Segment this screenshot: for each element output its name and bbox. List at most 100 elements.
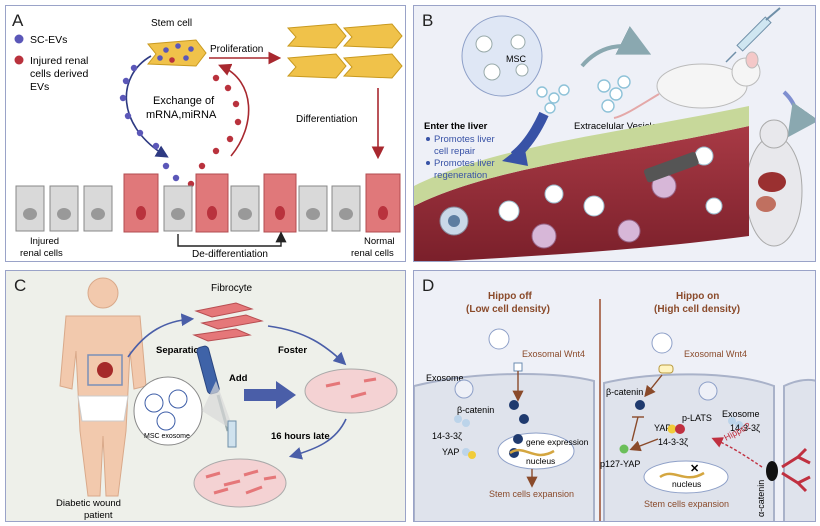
vessel-cells [439,146,723,249]
panel-c-letter: C [14,276,26,295]
plats-label: p-LATS [682,413,712,423]
stem-right-label: Stem cells expansion [644,499,729,509]
hippo-on-title: Hippo on [676,291,719,302]
hours-label: 16 hours late [271,431,330,442]
proliferated-cells [286,23,403,79]
dish-2-cells [205,469,277,495]
separation-label: Separation [156,345,205,356]
junction-protein [766,461,778,481]
panel-d-letter: D [422,276,434,295]
hours-arrow [288,418,347,460]
panel-d-canvas: D Hippo off (Low cell density) Hippo on … [414,276,815,521]
legend-injured-line2: cells derived [30,68,89,80]
panel-c: C Diabetic wound patient Fibrocyte Separ… [5,270,406,522]
exchange-label-line2: mRNA,miRNA [146,109,217,121]
ev-to-mouse-arrow [580,25,652,68]
yap-left-label: YAP [442,447,459,457]
panel-b: B MSC Extracelular Vesicles [413,5,816,262]
legend-injured-line3: EVs [30,81,49,93]
fibrocyte-cells [192,302,264,342]
msc-icon-left [488,328,510,350]
panel-a-letter: A [12,11,24,30]
legend-sc-dot [14,34,24,44]
bullet-repair-line2: cell repair [434,146,475,157]
beta-right-label: β-catenin [606,387,643,397]
hippo-arrow [711,437,763,468]
separation-arrow [127,313,195,358]
patient-shorts [77,395,129,422]
syringe-icon [725,7,781,63]
yap-right-label: YAP [654,423,671,433]
petri-dish-1 [304,368,398,414]
add-label: Add [229,373,248,384]
bullet-regeneration-line2: regeneration [434,170,487,181]
right-cell [603,373,775,521]
exosome-left-label: Exosome [426,373,464,383]
exosome-right-label: Exosome [722,409,760,419]
panel-b-letter: B [422,11,433,30]
hippo-on-subtitle: (High cell density) [654,304,740,315]
blocked-icon: ✕ [690,463,699,475]
legend-injured-line1: Injured renal [30,55,88,67]
nucleus-left-label: nucleus [526,456,555,466]
gene-expression-label: gene expression [526,437,589,447]
add-arrow [244,381,296,409]
panel-b-canvas: B MSC Extracelular Vesicles [414,7,815,261]
receptor-icon [781,447,811,493]
wnt-left-label: Exosomal Wnt4 [522,349,585,359]
differentiation-label: Differentiation [296,114,358,125]
msc-icon-right [651,332,673,354]
vessel-wall [414,106,749,206]
panel-d: D Hippo off (Low cell density) Hippo on … [413,270,816,522]
msc-exosome-label: MSC exosome [144,433,190,440]
fibrocyte-label: Fibrocyte [211,283,253,294]
tube-icon [227,420,237,448]
beta-catenin-left-dot [509,400,519,410]
legend-sc-label: SC-EVs [30,34,67,46]
injured-ev-arrow [218,63,250,157]
msc-label: MSC [506,54,527,64]
exosome-right [698,381,718,401]
1433-mid-label: 14-3-3ζ [658,437,688,447]
injured-cells-label-line1: Injured [30,236,59,247]
mouse-down-arrow [782,90,815,138]
hippo-off-title: Hippo off [488,291,533,302]
dissected-mouse-icon [745,119,803,247]
patient-label-line1: Diabetic wound [56,498,121,509]
ev-label: Extracelular Vesicles [574,121,662,132]
extracellular-vesicles [536,75,631,114]
alpha-catenin-label: α-catenin [756,480,766,517]
p127-label: p127-YAP [600,459,640,469]
injured-cells-label-line2: renal cells [20,248,63,259]
wound-highlight [87,354,123,386]
enter-liver-title: Enter the liver [424,121,488,132]
1433-left-label: 14-3-3ζ [432,431,462,441]
injured-renal-cells [15,185,361,232]
normal-cells-label-line1: Normal [364,236,395,247]
msc-cell [461,15,543,97]
beta-left-label: β-catenin [457,405,494,415]
normal-cells-label-line2: renal cells [351,248,394,259]
proliferation-label: Proliferation [210,44,263,55]
wnt-right-label: Exosomal Wnt4 [684,349,747,359]
foster-arrow [267,325,347,366]
sc-ev-dots [119,64,180,182]
stem-cell-label: Stem cell [151,18,192,29]
stem-left-label: Stem cells expansion [489,489,574,499]
wound [97,362,113,378]
sc-ev-arrow [125,55,169,158]
bullet-regeneration-line1: Promotes liver [434,158,495,169]
1433-right-label: 14-3-3ζ [730,423,760,433]
foster-label: Foster [278,345,307,356]
wnt-left-receptor [513,362,523,372]
hippo-off-subtitle: (Low cell density) [466,304,550,315]
patient-figure [59,277,147,497]
petri-dish-2 [193,458,287,508]
neighbor-cell [783,378,815,521]
dedifferentiation-arrow [177,231,287,247]
legend-injured-dot [14,55,24,65]
normal-renal-cells [123,173,401,233]
panel-a-canvas: A SC-EVs Injured renal cells derived EVs… [12,11,403,260]
exchange-label-line1: Exchange of [153,95,215,107]
bullet-repair-line1: Promotes liver [434,134,495,145]
